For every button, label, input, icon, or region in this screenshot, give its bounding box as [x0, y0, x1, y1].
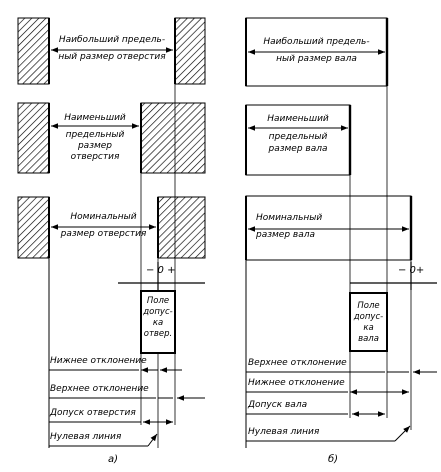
min-hole-label-4: отверстия: [70, 152, 120, 162]
hole-field-label-1: Поле: [146, 296, 170, 306]
hole-wall-left-2: [17, 102, 50, 174]
shaft-block-2: [245, 104, 351, 176]
hole-wall-right-2: [140, 102, 206, 174]
zero-line-label-b: Нулевая линия: [248, 427, 320, 437]
lower-dev-label-a: Нижнее отклонение: [50, 356, 147, 366]
zero-line-label-a: Нулевая линия: [50, 432, 122, 442]
figure-a-hole: [17, 17, 206, 448]
min-hole-label-2: предельный: [65, 130, 125, 140]
signs-a: − 0 +: [146, 265, 176, 276]
hole-field-label-2: допус-: [143, 307, 173, 317]
max-hole-label-1: Наибольший предель-: [58, 35, 166, 45]
hole-wall-left-3: [17, 196, 50, 259]
nom-shaft-label-1: Номинальный: [256, 213, 323, 223]
signs-b: − 0+: [398, 265, 425, 276]
shaft-field-label-3: ка: [363, 323, 374, 333]
min-shaft-label-3: размер вала: [268, 144, 328, 154]
shaft-field-label-4: вала: [358, 334, 379, 344]
upper-dev-label-a: Верхнее отклонение: [50, 384, 149, 394]
hole-tolerance-field: [140, 290, 176, 354]
upper-dev-label-b: Верхнее отклонение: [248, 358, 347, 368]
hole-wall-left-1: [17, 17, 50, 85]
hole-field-label-3: ка: [152, 318, 164, 328]
shaft-block-3: [245, 195, 412, 261]
lower-dev-label-b: Нижнее отклонение: [248, 378, 345, 388]
nom-hole-label-2: размер отверстия: [60, 229, 147, 239]
shaft-field-label-2: допус-: [353, 312, 384, 322]
hole-wall-right-3: [157, 196, 206, 259]
max-hole-label-2: ный размер отверстия: [58, 52, 166, 62]
caption-b: б): [328, 454, 339, 465]
min-hole-label-1: Наименьший: [64, 113, 126, 123]
hole-wall-right-1: [174, 17, 206, 85]
shaft-field-label-1: Поле: [357, 301, 380, 311]
max-shaft-label-1: Наибольший предель-: [263, 37, 370, 47]
min-shaft-label-2: предельный: [268, 132, 328, 142]
min-hole-label-3: размер: [77, 141, 113, 151]
caption-a: а): [108, 454, 119, 465]
shaft-tolerance-field: [349, 292, 388, 352]
min-shaft-label-1: Наименьший: [267, 114, 329, 124]
hole-field-label-4: отвер.: [143, 329, 173, 339]
figure-b-shaft: [245, 17, 437, 448]
nom-hole-label-1: Номинальный: [70, 212, 137, 222]
nom-shaft-label-2: размер вала: [256, 230, 316, 240]
max-shaft-label-2: ный размер вала: [276, 54, 357, 64]
tolerance-label-b: Допуск вала: [248, 400, 308, 410]
tolerance-label-a: Допуск отверстия: [50, 408, 136, 418]
